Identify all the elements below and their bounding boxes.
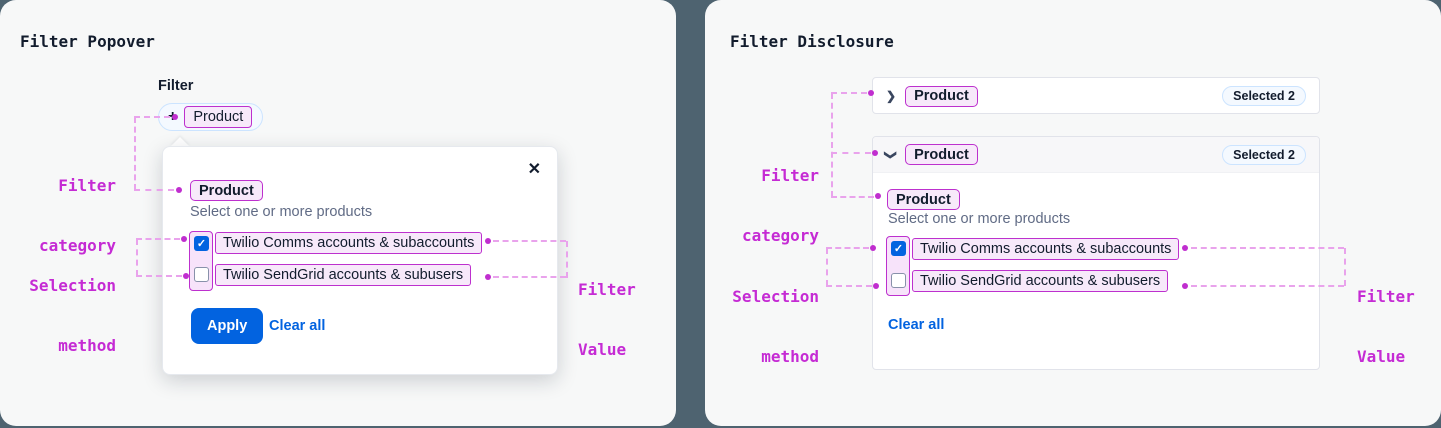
annotation-line: [136, 275, 182, 277]
disclosure-subtitle: Select one or more products: [888, 211, 1071, 227]
clear-all-link[interactable]: Clear all: [888, 317, 945, 333]
popover-category-chip: Product: [190, 180, 263, 201]
filter-label: Filter: [158, 78, 194, 94]
filter-category-chip[interactable]: Product: [184, 106, 253, 128]
filter-value-option-1[interactable]: Twilio Comms accounts & subaccounts: [215, 232, 483, 254]
close-icon[interactable]: ✕: [527, 161, 541, 178]
annotation-line: [566, 241, 568, 278]
disclosure-category-chip: Product: [905, 85, 978, 107]
annotation-line: [1344, 248, 1346, 286]
annotation-dot: [868, 90, 874, 96]
annotation-line: [134, 116, 170, 118]
chevron-right-icon: ❯: [886, 89, 897, 103]
annotation-filter-category: Filter category: [741, 166, 819, 245]
filter-popover-panel: Filter Popover Filter + Product ✕ Produc…: [0, 0, 676, 426]
annotation-line: [1191, 285, 1344, 287]
annotation-line: [493, 240, 566, 242]
annotation-dot: [485, 238, 491, 244]
annotation-dot: [872, 150, 878, 156]
disclosure-collapsed-header[interactable]: ❯ Product Selected 2: [873, 78, 1319, 114]
disclosure-expanded: ❯ Product Selected 2 Product Select one …: [872, 136, 1320, 370]
annotation-line: [136, 239, 138, 276]
filter-disclosure-panel: Filter Disclosure ❯ Product Selected 2 ❯…: [705, 0, 1441, 426]
checkbox-option-1[interactable]: ✓: [891, 241, 906, 256]
annotation-filter-value: Filter Value: [1357, 287, 1415, 366]
checkbox-option-2[interactable]: [194, 267, 209, 282]
check-icon: ✓: [196, 238, 207, 250]
panel-category-chip: Product: [887, 189, 960, 210]
annotation-line: [826, 247, 869, 249]
annotation-dot: [875, 193, 881, 199]
chevron-down-icon: ❯: [884, 149, 899, 160]
checkbox-option-1[interactable]: ✓: [194, 236, 209, 251]
annotation-selection-method: Selection method: [29, 276, 116, 355]
annotation-dot: [1182, 245, 1188, 251]
selected-count-badge: Selected 2: [1222, 144, 1306, 165]
panel-title-disclosure: Filter Disclosure: [730, 32, 894, 51]
annotation-line: [826, 248, 828, 286]
selection-method-highlight: [189, 231, 213, 291]
checkbox-option-2[interactable]: [891, 273, 906, 288]
annotation-dot: [873, 283, 879, 289]
annotation-line: [831, 92, 867, 94]
annotation-dot: [181, 236, 187, 242]
disclosure-expanded-header[interactable]: ❯ Product Selected 2: [873, 137, 1319, 173]
annotation-filter-value: Filter Value: [578, 280, 636, 359]
annotation-line: [134, 117, 136, 190]
annotation-dot: [172, 114, 178, 120]
disclosure-collapsed: ❯ Product Selected 2: [872, 77, 1320, 114]
apply-button[interactable]: Apply: [191, 308, 264, 344]
annotation-dot: [1182, 283, 1188, 289]
annotation-filter-category: Filter category: [38, 176, 116, 255]
annotation-line: [1191, 247, 1344, 249]
filter-value-option-2[interactable]: Twilio SendGrid accounts & subusers: [912, 270, 1169, 292]
annotation-selection-method: Selection method: [732, 287, 819, 366]
panel-title-popover: Filter Popover: [20, 32, 155, 51]
annotation-dot: [176, 187, 182, 193]
annotation-line: [831, 93, 833, 197]
annotation-line: [831, 152, 871, 154]
annotation-line: [134, 189, 174, 191]
filter-popover: ✕ Product Select one or more products ✓ …: [162, 146, 558, 375]
popover-subtitle: Select one or more products: [190, 204, 373, 220]
annotation-line: [831, 196, 874, 198]
filter-value-option-1[interactable]: Twilio Comms accounts & subaccounts: [912, 238, 1180, 260]
selected-count-badge: Selected 2: [1222, 86, 1306, 106]
annotation-line: [826, 285, 872, 287]
annotation-dot: [183, 273, 189, 279]
filter-value-option-2[interactable]: Twilio SendGrid accounts & subusers: [215, 264, 472, 286]
disclosure-category-chip: Product: [905, 144, 978, 165]
annotation-line: [136, 238, 180, 240]
check-icon: ✓: [893, 243, 904, 255]
annotation-dot: [485, 274, 491, 280]
annotation-dot: [870, 245, 876, 251]
clear-all-link[interactable]: Clear all: [269, 318, 326, 334]
annotation-line: [493, 276, 566, 278]
popover-caret: [170, 137, 190, 147]
